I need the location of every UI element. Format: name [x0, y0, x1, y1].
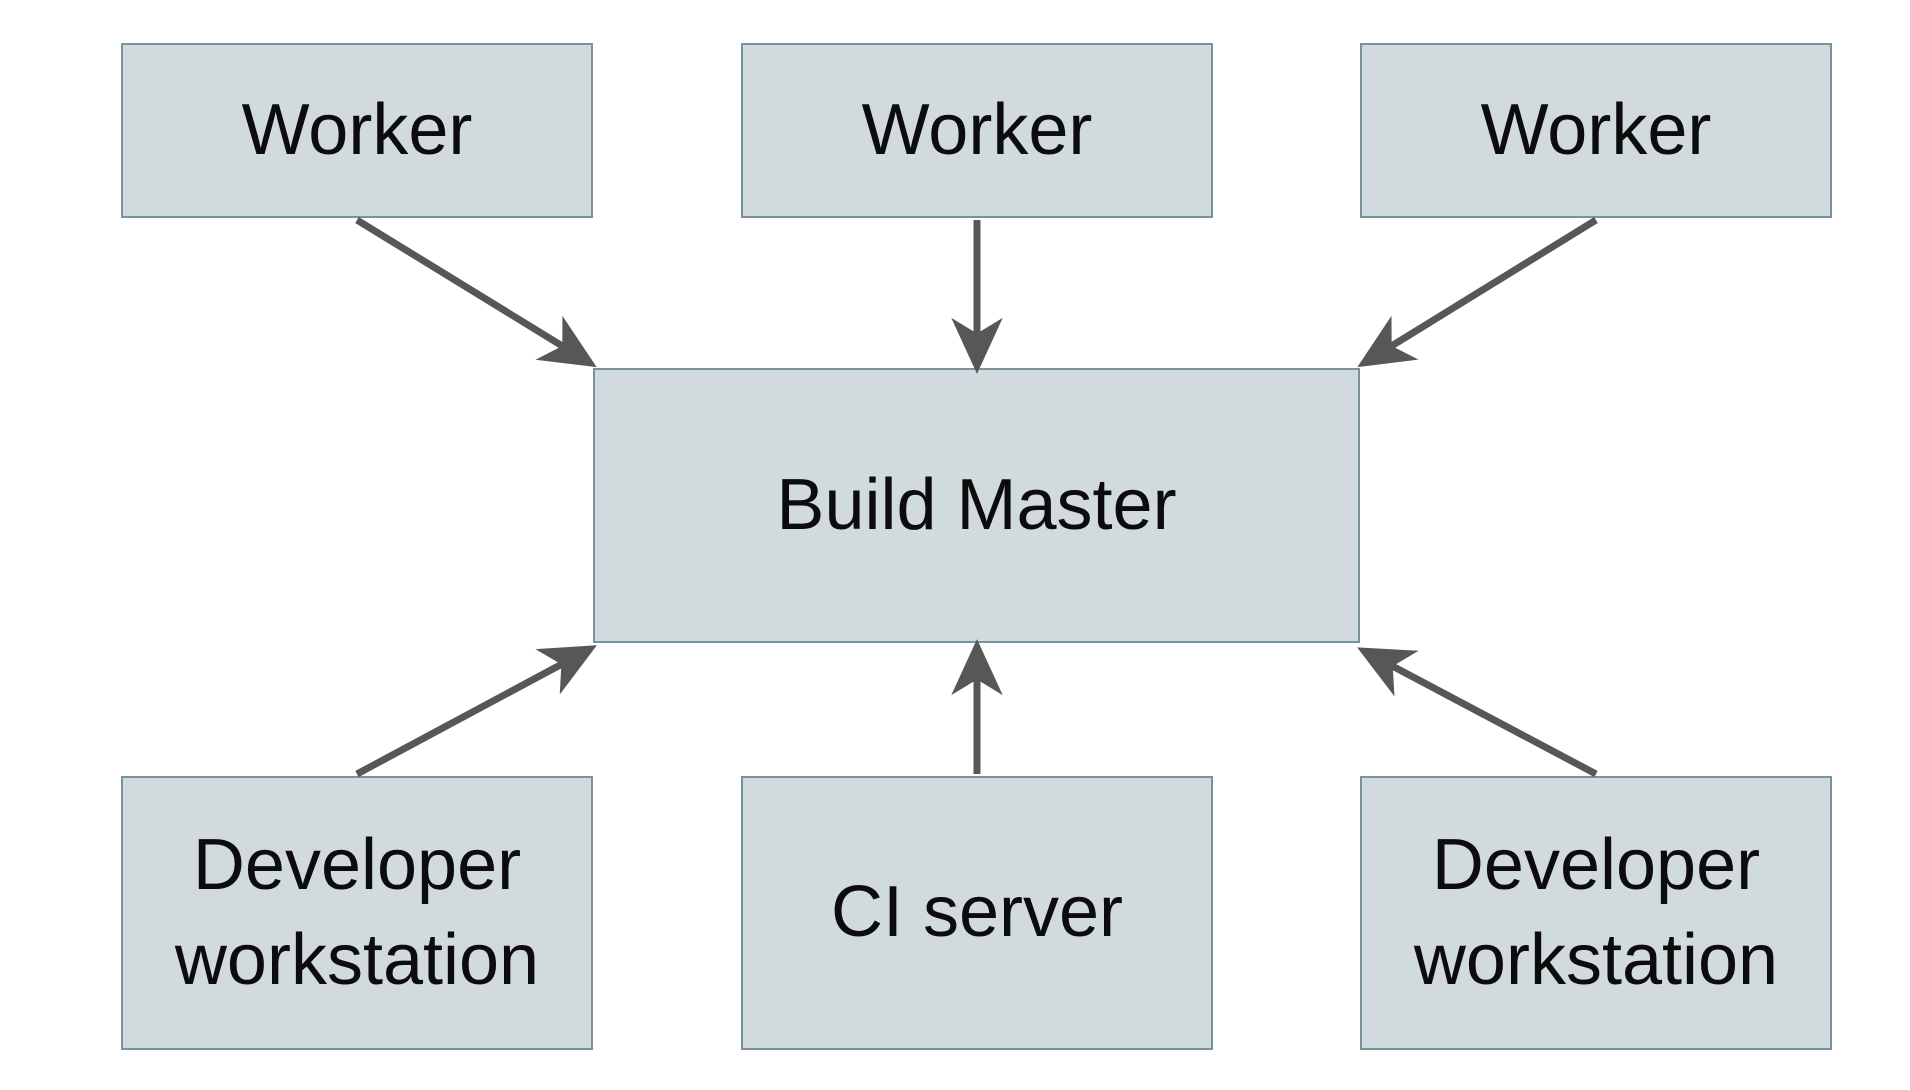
edge-worker-3-to-build-master — [1357, 217, 1598, 368]
node-label-build-master: Build Master — [776, 464, 1177, 545]
node-worker-2: Worker — [741, 43, 1213, 218]
node-label-developer-workstation-left: Developer workstation — [174, 824, 540, 1000]
node-build-master: Build Master — [593, 368, 1360, 643]
node-developer-workstation-left: Developer workstation — [121, 776, 593, 1050]
edge-developer-workstation-right-to-build-master — [1357, 647, 1598, 778]
node-label-developer-workstation-right: Developer workstation — [1413, 824, 1779, 1000]
node-label-worker-3: Worker — [1480, 89, 1712, 170]
node-label-ci-server: CI server — [830, 872, 1124, 953]
node-label-worker-2: Worker — [861, 89, 1093, 170]
edge-developer-workstation-left-to-build-master — [355, 645, 597, 778]
node-worker-3: Worker — [1360, 43, 1832, 218]
edge-worker-1-to-build-master — [355, 217, 597, 368]
node-ci-server: CI server — [741, 776, 1213, 1050]
node-developer-workstation-right: Developer workstation — [1360, 776, 1832, 1050]
node-label-worker-1: Worker — [241, 89, 473, 170]
node-worker-1: Worker — [121, 43, 593, 218]
